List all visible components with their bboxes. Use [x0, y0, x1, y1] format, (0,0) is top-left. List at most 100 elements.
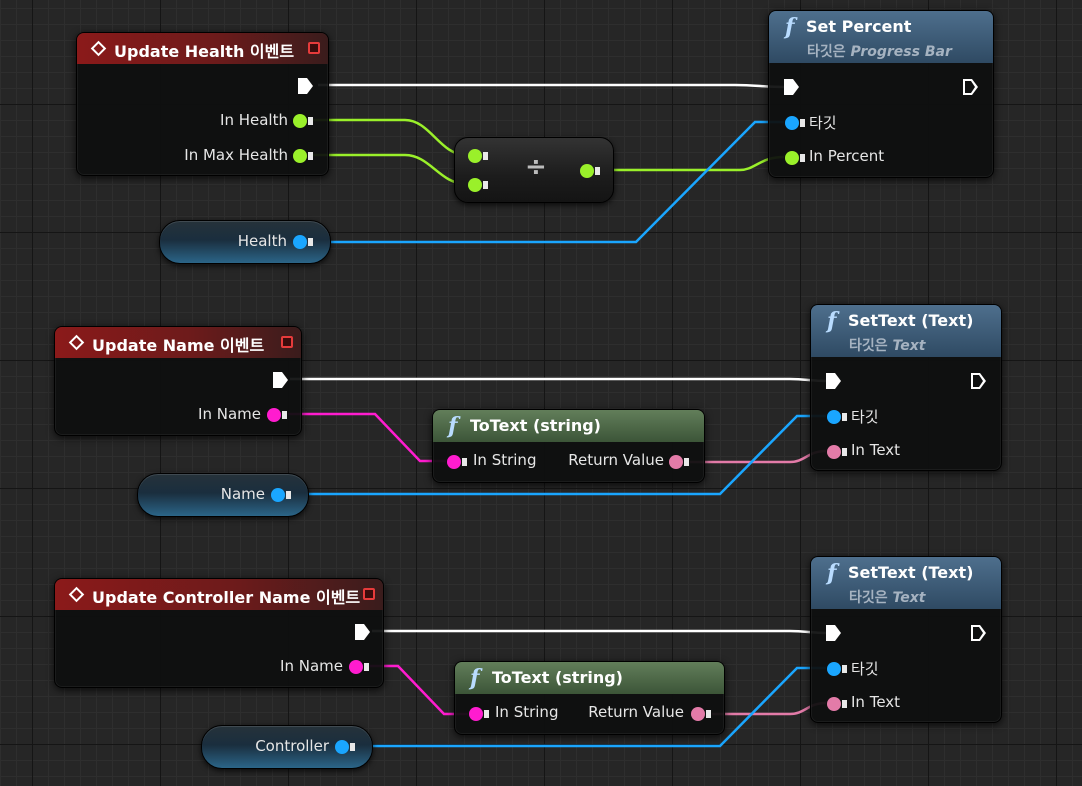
float-wire: [598, 155, 785, 172]
exec-in-pin[interactable]: [826, 373, 841, 389]
event-node-update-controller-name[interactable]: Update Controller Name 이벤트 In Name: [54, 578, 384, 688]
exec-out-pin[interactable]: [355, 624, 370, 640]
variable-label: Health: [237, 232, 287, 250]
function-node-set-percent[interactable]: f Set Percent 타깃은 Progress Bar 타깃 In Per…: [768, 10, 994, 178]
in-string-label: In String: [473, 451, 537, 469]
in-text-pin[interactable]: [827, 445, 847, 459]
in-text-pin[interactable]: [827, 697, 847, 711]
return-value-pin[interactable]: [691, 707, 711, 721]
text-wire: [712, 701, 827, 716]
target-prefix: 타깃은: [849, 590, 888, 606]
function-node-header: f SetText (Text) 타깃은 Text: [811, 557, 1001, 609]
variable-controller[interactable]: Controller: [201, 725, 373, 769]
exec-out-pin[interactable]: [971, 373, 986, 389]
event-node-update-name[interactable]: Update Name 이벤트 In Name: [54, 326, 302, 436]
in-name-pin[interactable]: [267, 408, 287, 422]
target-pin-label: 타깃: [851, 660, 879, 678]
exec-wire: [372, 629, 827, 635]
pin-label-in-health: In Health: [220, 111, 288, 129]
exec-out-pin[interactable]: [273, 372, 288, 388]
function-node-settext[interactable]: f SetText (Text) 타깃은 Text 타깃 In Text: [810, 304, 1002, 471]
function-f-icon: f: [827, 308, 837, 334]
variable-name-pin[interactable]: [271, 488, 291, 502]
divide-output-pin[interactable]: [580, 164, 600, 178]
target-pin[interactable]: [827, 410, 847, 424]
target-pin[interactable]: [827, 662, 847, 676]
function-title: SetText (Text): [848, 563, 974, 582]
event-diamond-icon: [68, 334, 85, 351]
event-node-header: Update Name 이벤트: [55, 327, 301, 358]
divide-node[interactable]: ÷: [454, 137, 614, 203]
exec-in-pin[interactable]: [826, 625, 841, 641]
totext-node-header: f ToText (string): [455, 662, 724, 694]
exec-in-pin[interactable]: [784, 79, 799, 95]
exec-wire: [318, 83, 785, 89]
variable-health[interactable]: Health: [159, 220, 331, 264]
in-name-pin[interactable]: [349, 660, 369, 674]
exec-out-pin[interactable]: [971, 625, 986, 641]
totext-node[interactable]: f ToText (string) In String Return Value: [454, 661, 725, 735]
return-value-pin[interactable]: [669, 455, 689, 469]
function-target-line: 타깃은 Progress Bar: [807, 41, 952, 61]
float-wire: [312, 118, 467, 157]
event-node-header: Update Controller Name 이벤트: [55, 579, 383, 610]
red-square-icon[interactable]: [281, 336, 293, 348]
in-text-label: In Text: [851, 693, 901, 711]
in-string-pin[interactable]: [447, 455, 467, 469]
totext-node[interactable]: f ToText (string) In String Return Value: [432, 409, 705, 483]
variable-health-pin[interactable]: [293, 235, 313, 249]
target-prefix: 타깃은: [807, 44, 846, 60]
target-pin-label: 타깃: [809, 114, 837, 132]
pin-label-in-max-health: In Max Health: [184, 146, 288, 164]
target-class: Progress Bar: [850, 44, 952, 60]
in-max-health-pin[interactable]: [293, 149, 313, 163]
variable-label: Controller: [255, 737, 329, 755]
in-string-label: In String: [495, 703, 559, 721]
event-diamond-icon: [90, 40, 107, 57]
event-node-update-health[interactable]: Update Health 이벤트 In Health In Max Healt…: [76, 32, 329, 176]
function-node-header: f SetText (Text) 타깃은 Text: [811, 305, 1001, 357]
event-title: Update Controller Name 이벤트: [92, 588, 361, 607]
exec-out-pin[interactable]: [298, 78, 313, 94]
function-f-icon: f: [785, 14, 795, 40]
totext-title: ToText (string): [492, 668, 623, 687]
function-title: SetText (Text): [848, 311, 974, 330]
return-value-label: Return Value: [588, 703, 684, 721]
red-square-icon[interactable]: [363, 588, 375, 600]
event-diamond-icon: [68, 586, 85, 603]
target-pin-label: 타깃: [851, 408, 879, 426]
in-health-pin[interactable]: [293, 114, 313, 128]
target-prefix: 타깃은: [849, 338, 888, 354]
divide-symbol: ÷: [525, 152, 547, 182]
totext-node-header: f ToText (string): [433, 410, 704, 442]
function-node-header: f Set Percent 타깃은 Progress Bar: [769, 11, 993, 63]
totext-title: ToText (string): [470, 416, 601, 435]
function-target-line: 타깃은 Text: [849, 335, 925, 355]
variable-label: Name: [220, 485, 265, 503]
pin-label-in-name: In Name: [280, 657, 343, 675]
divide-input-b-pin[interactable]: [468, 178, 488, 192]
variable-controller-pin[interactable]: [335, 740, 355, 754]
red-square-icon[interactable]: [308, 42, 320, 54]
target-class: Text: [892, 338, 926, 354]
event-node-header: Update Health 이벤트: [77, 33, 328, 64]
divide-input-a-pin[interactable]: [468, 149, 488, 163]
function-title: Set Percent: [806, 17, 912, 36]
function-node-settext[interactable]: f SetText (Text) 타깃은 Text 타깃 In Text: [810, 556, 1002, 723]
target-pin[interactable]: [785, 116, 805, 130]
in-percent-pin[interactable]: [785, 151, 805, 165]
pin-label-in-name: In Name: [198, 405, 261, 423]
float-wire: [312, 153, 467, 186]
string-wire: [288, 412, 446, 463]
variable-name[interactable]: Name: [137, 473, 309, 517]
function-f-icon: f: [827, 560, 837, 586]
function-target-line: 타깃은 Text: [849, 587, 925, 607]
in-string-pin[interactable]: [469, 707, 489, 721]
event-title: Update Name 이벤트: [92, 336, 265, 355]
function-f-icon: f: [448, 413, 458, 439]
return-value-label: Return Value: [568, 451, 664, 469]
target-class: Text: [892, 590, 926, 606]
exec-out-pin[interactable]: [963, 79, 978, 95]
exec-wire: [290, 377, 827, 383]
in-text-label: In Text: [851, 441, 901, 459]
